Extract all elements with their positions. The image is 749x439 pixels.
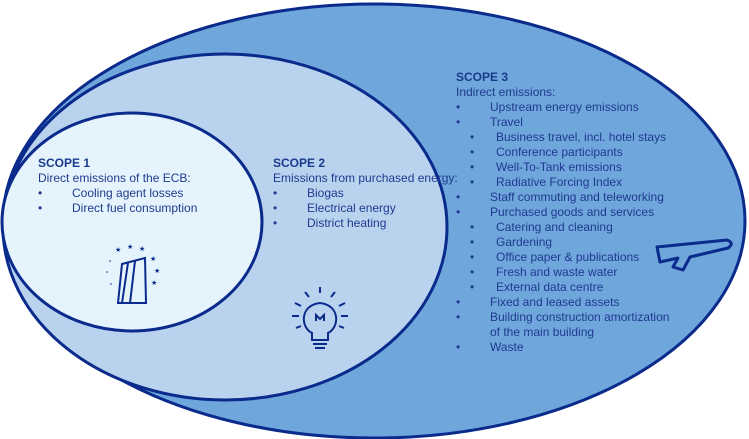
list-item-text: Business travel, incl. hotel stays (496, 130, 667, 144)
bullet-icon: • (456, 310, 461, 324)
list-item-text: District heating (307, 216, 387, 230)
list-item: • Travel (456, 115, 678, 130)
list-item-text: Building construction amortization of th… (490, 310, 670, 339)
list-item-text: Waste (490, 340, 524, 354)
list-item-text: Fresh and waste water (496, 265, 618, 279)
bullet-icon: • (470, 250, 475, 264)
bullet-icon: • (456, 190, 461, 204)
list-item: • Fixed and leased assets (456, 295, 678, 310)
list-item-text: Catering and cleaning (496, 220, 613, 234)
list-item: • Fresh and waste water (456, 265, 678, 280)
bullet-icon: • (273, 216, 278, 230)
bullet-icon: • (38, 201, 43, 215)
scope3-text: SCOPE 3 Indirect emissions: • Upstream en… (456, 70, 678, 355)
scope1-title: SCOPE 1 (38, 156, 91, 170)
list-item-text: Office paper & publications (496, 250, 640, 264)
list-item: • Staff commuting and teleworking (456, 190, 678, 205)
list-item-text: Conference participants (496, 145, 623, 159)
list-item: • Building construction amortization of t… (456, 310, 678, 340)
list-item-text: Cooling agent losses (72, 186, 184, 200)
bullet-icon: • (470, 265, 475, 279)
bullet-icon: • (456, 295, 461, 309)
scope1-subtitle: Direct emissions of the ECB: (38, 171, 191, 185)
scope1-list: • Cooling agent losses • Direct fuel consum… (38, 186, 253, 216)
bullet-icon: • (456, 115, 461, 129)
list-item-text: Upstream energy emissions (490, 100, 639, 114)
list-item: • Business travel, incl. hotel stays (456, 130, 678, 145)
bullet-icon: • (38, 186, 43, 200)
ecb-building-stars-icon: ★ ★ ★ ★ ★ ★ (106, 243, 160, 304)
scope1-text: SCOPE 1 Direct emissions of the ECB: • Co… (38, 156, 253, 216)
list-item-text: External data centre (496, 280, 604, 294)
list-item-text: Biogas (307, 186, 344, 200)
bullet-icon: • (273, 186, 278, 200)
scope3-subtitle: Indirect emissions: (456, 85, 556, 99)
scope2-text: SCOPE 2 Emissions from purchased energy:… (273, 156, 458, 231)
list-item-text: Fixed and leased assets (490, 295, 620, 309)
bullet-icon: • (456, 340, 461, 354)
list-item-text: Staff commuting and teleworking (490, 190, 664, 204)
list-item-text: Electrical energy (307, 201, 396, 215)
airplane-icon (655, 238, 733, 272)
list-item-text: Radiative Forcing Index (496, 175, 623, 189)
list-item: • External data centre (456, 280, 678, 295)
scope1-ellipse (0, 111, 264, 333)
list-item: • Catering and cleaning (456, 220, 678, 235)
bullet-icon: • (456, 100, 461, 114)
list-item: • Cooling agent losses (38, 186, 253, 201)
svg-text:★: ★ (115, 246, 121, 254)
svg-text:★: ★ (150, 255, 156, 263)
bullet-icon: • (470, 220, 475, 234)
list-item: • District heating (273, 216, 458, 231)
list-item: • Purchased goods and services (456, 205, 678, 220)
list-item: • Well-To-Tank emissions (456, 160, 678, 175)
bullet-icon: • (456, 205, 461, 219)
list-item: • Gardening (456, 235, 678, 250)
bullet-icon: • (273, 201, 278, 215)
bullet-icon: • (470, 160, 475, 174)
list-item: • Biogas (273, 186, 458, 201)
list-item: • Conference participants (456, 145, 678, 160)
list-item: • Office paper & publications (456, 250, 678, 265)
scope2-title: SCOPE 2 (273, 156, 326, 170)
scope3-list: • Upstream energy emissions • Travel • Busine… (456, 100, 678, 355)
bullet-icon: • (470, 235, 475, 249)
list-item: • Radiative Forcing Index (456, 175, 678, 190)
svg-text:★: ★ (127, 243, 133, 251)
svg-text:★: ★ (151, 279, 157, 287)
bullet-icon: • (470, 145, 475, 159)
scope3-title: SCOPE 3 (456, 70, 509, 84)
list-item: • Electrical energy (273, 201, 458, 216)
list-item-text: Gardening (496, 235, 553, 249)
light-bulb-icon (292, 287, 348, 349)
bullet-icon: • (470, 280, 475, 294)
bullet-icon: • (470, 130, 475, 144)
list-item-text: Travel (490, 115, 523, 129)
list-item: • Direct fuel consumption (38, 201, 253, 216)
svg-text:★: ★ (139, 245, 145, 253)
list-item-text: Direct fuel consumption (72, 201, 198, 215)
list-item: • Waste (456, 340, 678, 355)
scope2-subtitle: Emissions from purchased energy: (273, 171, 458, 185)
bullet-icon: • (470, 175, 475, 189)
scope2-list: • Biogas • Electrical energy • District heati… (273, 186, 458, 231)
list-item-text: Purchased goods and services (490, 205, 655, 219)
list-item: • Upstream energy emissions (456, 100, 678, 115)
list-item-text: Well-To-Tank emissions (496, 160, 622, 174)
svg-text:★: ★ (154, 267, 160, 275)
